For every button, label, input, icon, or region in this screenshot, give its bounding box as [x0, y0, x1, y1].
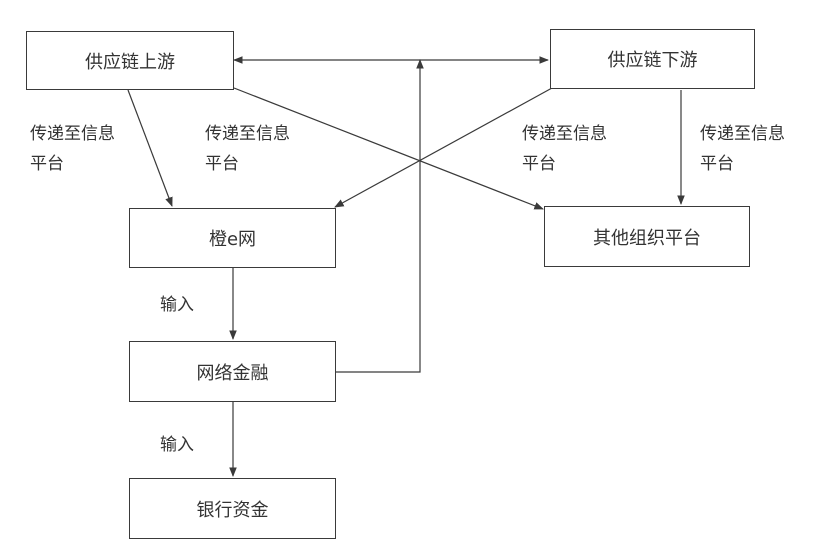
- node-label: 橙e网: [208, 229, 257, 250]
- edge-label-line: 传递至信息: [205, 124, 290, 144]
- node-label: 网络金融: [196, 362, 269, 384]
- edge-label-input-2: 输入: [160, 430, 194, 460]
- edge-label-right-outer: 传递至信息 平台: [700, 119, 785, 179]
- edge-label-line: 输入: [160, 435, 194, 455]
- edge-downstream-chengewang: [334, 87, 553, 208]
- node-chengewang: 橙e网: [129, 208, 336, 268]
- edge-label-line: 平台: [700, 154, 734, 174]
- edge-label-right-inner: 传递至信息 平台: [522, 119, 607, 179]
- node-label: 其他组织平台: [593, 227, 701, 249]
- edge-label-line: 传递至信息: [522, 124, 607, 144]
- edge-upstream-others: [233, 87, 544, 210]
- edge-label-line: 平台: [522, 154, 556, 174]
- edge-upstream-chengewang: [127, 89, 173, 207]
- edge-label-line: 平台: [30, 154, 64, 174]
- edge-label-line: 输入: [160, 295, 194, 315]
- node-label: 银行资金: [196, 499, 269, 521]
- node-label: 供应链下游: [607, 50, 698, 71]
- edge-label-left-outer: 传递至信息 平台: [30, 119, 115, 179]
- edge-finance-topline: [336, 59, 424, 373]
- node-bank-funds: 银行资金: [129, 478, 336, 539]
- edge-label-left-inner: 传递至信息 平台: [205, 119, 290, 179]
- node-supply-chain-upstream: 供应链上游: [26, 31, 234, 90]
- node-other-platforms: 其他组织平台: [544, 206, 750, 267]
- node-label: 供应链上游: [85, 51, 175, 73]
- edge-label-input-1: 输入: [160, 290, 194, 320]
- edge-label-line: 平台: [205, 154, 239, 174]
- edge-label-line: 传递至信息: [700, 124, 785, 144]
- node-network-finance: 网络金融: [129, 341, 336, 402]
- edge-label-line: 传递至信息: [30, 124, 115, 144]
- node-supply-chain-downstream: 供应链下游: [550, 29, 755, 89]
